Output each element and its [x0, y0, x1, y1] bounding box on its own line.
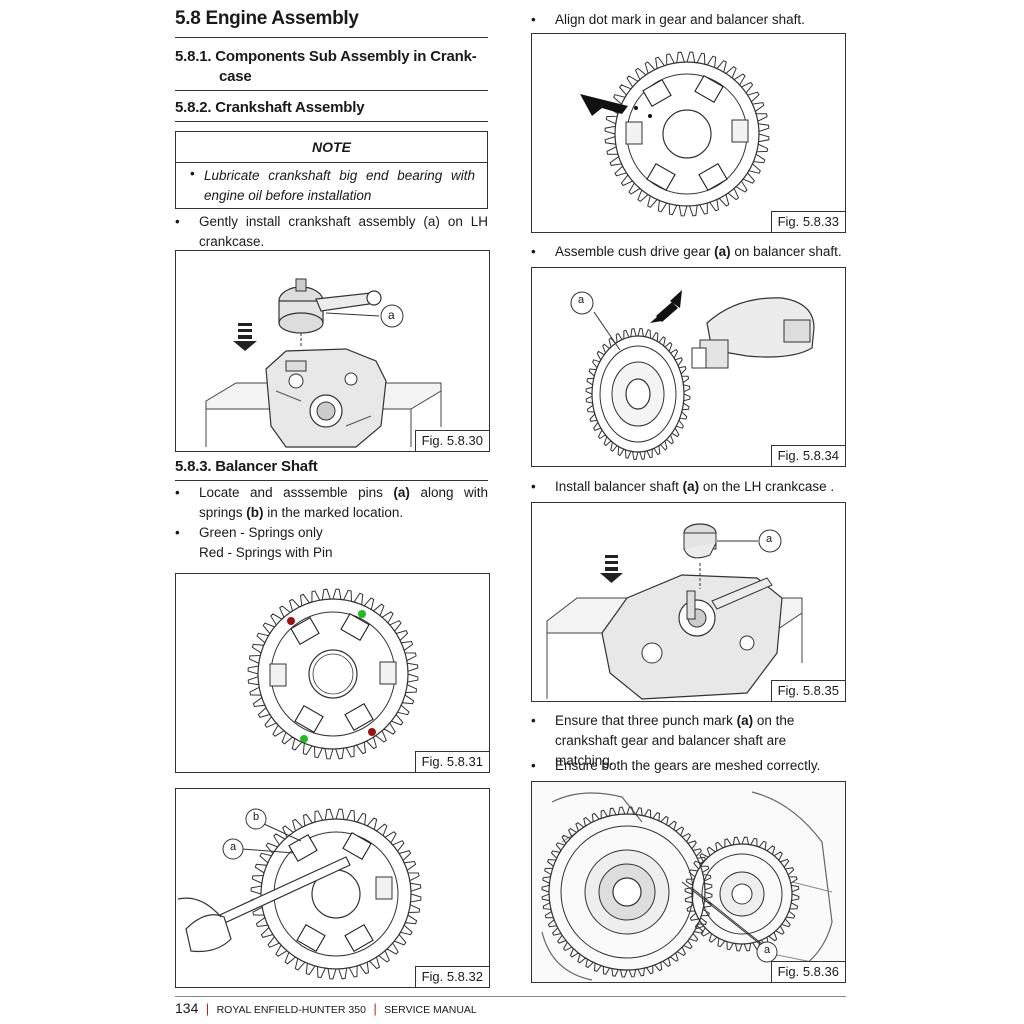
- bullet-text: Assemble cush drive gear (a) on balancer…: [555, 244, 842, 259]
- callout-b: b: [253, 811, 260, 823]
- bullet-punch-marks: • Ensure that three punch mark (a) on th…: [531, 711, 845, 768]
- divider: [175, 90, 488, 91]
- bullet-text: Locate and asssemble pins (a) along with…: [199, 485, 488, 520]
- balancer-in-crankcase-illustration: [546, 523, 803, 700]
- figure-5-8-31: Fig. 5.8.31: [175, 573, 490, 773]
- figure-5-8-32: b a Fig. 5.8.32: [175, 788, 490, 988]
- footer-manual: SERVICE MANUAL: [384, 1004, 477, 1016]
- footer-title: ROYAL ENFIELD-HUNTER 350: [216, 1004, 366, 1016]
- note-title: NOTE: [176, 132, 487, 163]
- figure-5-8-34: a Fig. 5.8.34: [531, 267, 846, 467]
- meshed-gears-illustration: [532, 782, 845, 982]
- dot-mark-gear-illustration: [580, 51, 770, 217]
- bullet-text: Install balancer shaft (a) on the LH cra…: [555, 479, 835, 494]
- gear-teeth: [684, 836, 800, 952]
- bullet-text: Ensure that three punch mark (a) on the …: [555, 713, 795, 768]
- callout-a: a: [764, 944, 771, 956]
- figure-5-8-36: a Fig. 5.8.36: [531, 781, 846, 983]
- figure-caption: Fig. 5.8.33: [770, 211, 845, 232]
- divider: [175, 37, 488, 38]
- note-box: NOTE • Lubricate crankshaft big end bear…: [175, 131, 488, 209]
- callout-a: a: [578, 294, 585, 306]
- gear-teeth: [585, 327, 691, 461]
- section-title: 5.8 Engine Assembly: [175, 8, 359, 29]
- bullet-dot: •: [531, 713, 536, 728]
- bullet-dot: •: [175, 485, 180, 500]
- callout-a: a: [766, 533, 773, 545]
- page-footer: 134 | ROYAL ENFIELD-HUNTER 350 | SERVICE…: [175, 1000, 477, 1016]
- legend-red: Red - Springs with Pin: [199, 545, 333, 560]
- figure-caption: Fig. 5.8.36: [770, 961, 845, 982]
- subsection-heading-5-8-1: 5.8.1. Components Sub Assembly in Crank-: [175, 48, 477, 65]
- subsection-heading-5-8-2: 5.8.2. Crankshaft Assembly: [175, 99, 365, 116]
- green-dot-marker: [300, 735, 308, 743]
- bullet-install-crankshaft: • Gently install crankshaft assembly (a)…: [175, 212, 488, 252]
- figure-caption: Fig. 5.8.31: [414, 751, 489, 772]
- gear-spring-layout-illustration: [247, 588, 419, 760]
- gear-teeth: [541, 806, 713, 978]
- bullet-install-balancer: • Install balancer shaft (a) on the LH c…: [531, 477, 845, 497]
- bullet-gears-meshed: • Ensure both the gears are meshed corre…: [531, 756, 845, 776]
- bullet-dot: •: [175, 525, 180, 540]
- subsection-heading-5-8-3: 5.8.3. Balancer Shaft: [175, 458, 318, 475]
- figure-5-8-30: a Fig. 5.8.30: [175, 250, 490, 452]
- cush-drive-gear-illustration: [570, 290, 815, 461]
- gear-teeth: [604, 51, 770, 217]
- bullet-dot: •: [531, 479, 536, 494]
- bullet-text: Ensure both the gears are meshed correct…: [555, 758, 821, 773]
- divider: [175, 480, 488, 481]
- figure-caption: Fig. 5.8.32: [414, 966, 489, 987]
- callout-a: a: [388, 308, 395, 322]
- page-number: 134: [175, 1000, 199, 1016]
- callout-a: a: [230, 841, 237, 853]
- subsection-heading-5-8-1-cont: case: [219, 68, 252, 85]
- bullet-text: Align dot mark in gear and balancer shaf…: [555, 12, 805, 27]
- figure-caption: Fig. 5.8.34: [770, 445, 845, 466]
- bullet-text: Gently install crankshaft assembly (a) o…: [199, 214, 488, 249]
- figure-5-8-33: Fig. 5.8.33: [531, 33, 846, 233]
- footer-separator: |: [205, 1002, 210, 1016]
- red-dot-marker: [368, 728, 376, 736]
- footer-divider: [175, 996, 846, 997]
- bullet-locate-pins: • Locate and asssemble pins (a) along wi…: [175, 483, 488, 523]
- gear-teeth: [250, 808, 422, 980]
- crankshaft-crankcase-illustration: [205, 278, 442, 448]
- note-bullet: •: [190, 166, 195, 181]
- bullet-dot: •: [175, 214, 180, 229]
- green-dot-marker: [358, 610, 366, 618]
- red-dot-marker: [287, 617, 295, 625]
- figure-caption: Fig. 5.8.35: [770, 680, 845, 701]
- bullet-spring-colors: • Green - Springs only Red - Springs wit…: [175, 523, 488, 563]
- figure-5-8-35: a Fig. 5.8.35: [531, 502, 846, 702]
- bullet-dot: •: [531, 244, 536, 259]
- bullet-dot: •: [531, 12, 536, 27]
- note-text: Lubricate crankshaft big end bearing wit…: [204, 168, 475, 203]
- gear-teeth: [247, 588, 419, 760]
- bullet-dot: •: [531, 758, 536, 773]
- footer-separator: |: [373, 1002, 377, 1016]
- figure-caption: Fig. 5.8.30: [414, 430, 489, 451]
- legend-green: Green - Springs only: [199, 525, 323, 540]
- divider: [175, 121, 488, 122]
- pin-install-illustration: [177, 808, 422, 980]
- bullet-align-dot: • Align dot mark in gear and balancer sh…: [531, 10, 845, 30]
- bullet-cush-drive: • Assemble cush drive gear (a) on balanc…: [531, 242, 845, 262]
